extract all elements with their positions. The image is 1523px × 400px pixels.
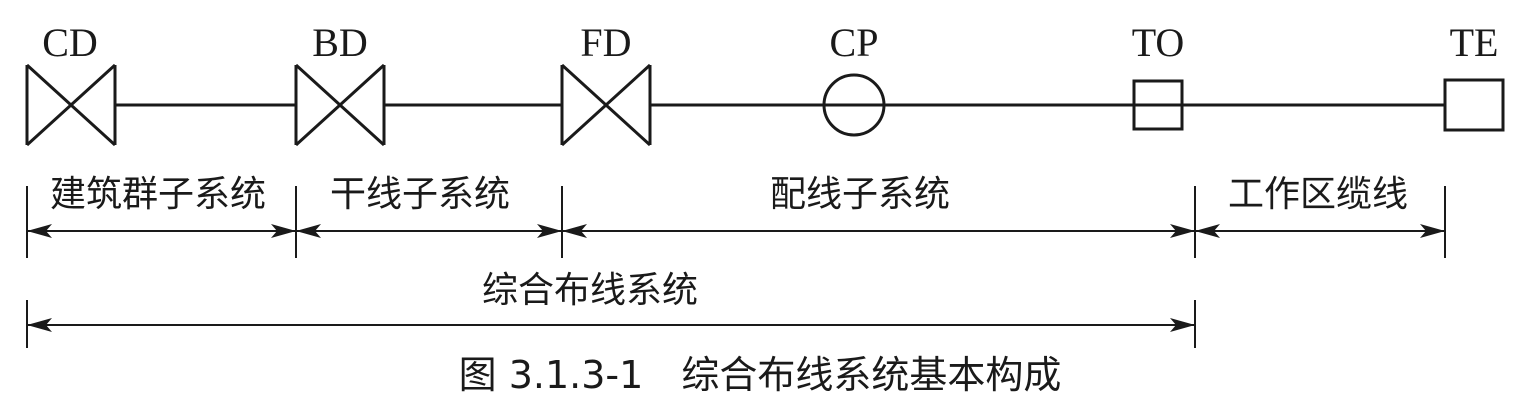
system-span-arrow [26,300,1196,348]
span-arrow-work-area [1195,224,1445,238]
span-label-horizontal: 配线子系统 [770,174,950,215]
node-label-fd: FD [580,20,631,65]
node-label-bd: BD [312,20,368,65]
span-arrow-backbone [296,224,562,238]
cp-consolidation-point-symbol [822,73,886,137]
node-label-te: TE [1450,20,1499,65]
fd-distributor-symbol [560,63,652,147]
node-label-cp: CP [830,20,879,65]
figure-caption: 图 3.1.3-1 综合布线系统基本构成 [459,353,1062,397]
span-arrow-horizontal [562,224,1195,238]
cd-distributor-symbol [25,63,117,147]
node-label-to: TO [1132,20,1185,65]
span-label-work-area: 工作区缆线 [1228,174,1408,215]
te-terminal-symbol [1443,78,1505,132]
span-label-backbone: 干线子系统 [330,174,510,215]
span-arrow-campus [27,224,296,238]
system-label: 综合布线系统 [482,270,698,311]
to-outlet-symbol [1132,79,1184,131]
span-boundary-ticks [26,186,1446,258]
node-label-cd: CD [42,20,98,65]
bd-distributor-symbol [294,63,386,147]
span-label-campus: 建筑群子系统 [50,174,266,215]
